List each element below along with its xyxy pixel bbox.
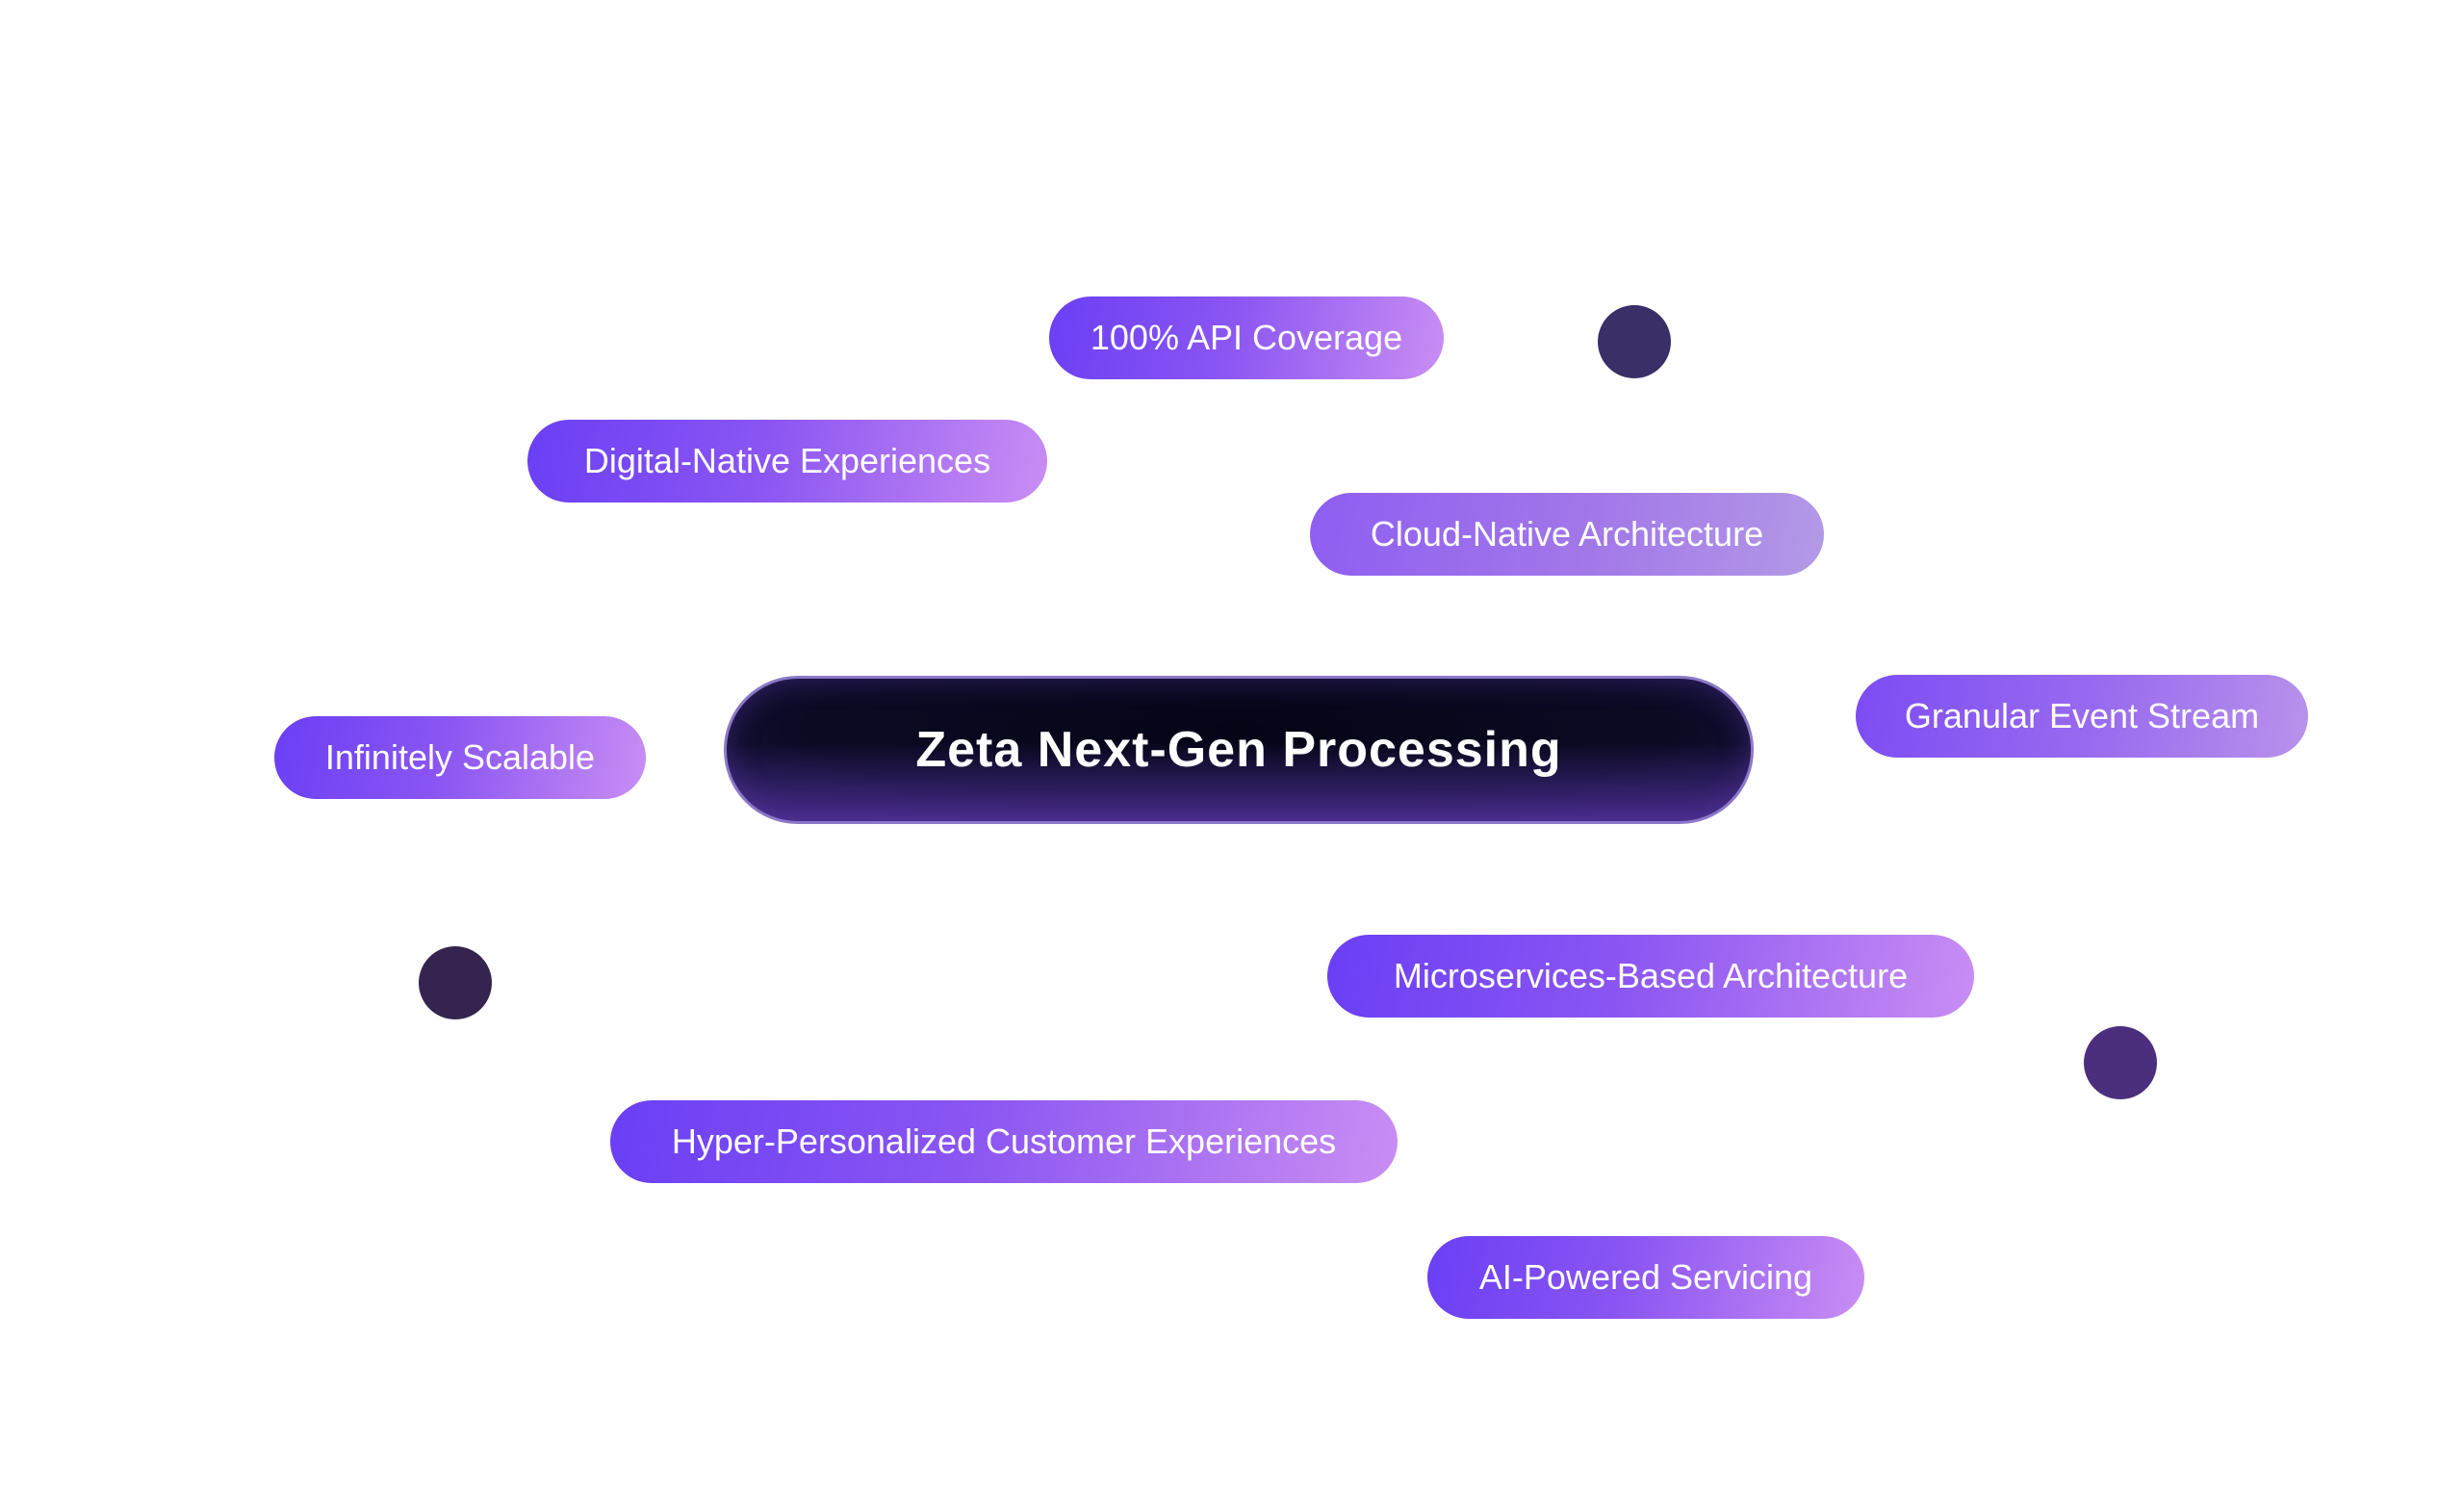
pill-infinitely-scalable: Infinitely Scalable xyxy=(274,716,646,799)
pill-cloud-native: Cloud-Native Architecture xyxy=(1310,493,1824,576)
pill-digital-native: Digital-Native Experiences xyxy=(527,420,1047,503)
center-title-pill: Zeta Next-Gen Processing xyxy=(724,676,1754,824)
pill-label: Hyper-Personalized Customer Experiences xyxy=(671,1121,1337,1161)
pill-ai-powered-servicing: AI-Powered Servicing xyxy=(1427,1236,1864,1319)
pill-label: 100% API Coverage xyxy=(1090,318,1403,357)
pill-hyper-personalized: Hyper-Personalized Customer Experiences xyxy=(610,1100,1398,1183)
pill-api-coverage: 100% API Coverage xyxy=(1049,296,1444,379)
pill-label: Granular Event Stream xyxy=(1904,696,2260,735)
pill-label: AI-Powered Servicing xyxy=(1478,1257,1813,1297)
decorative-dot-left xyxy=(419,946,492,1019)
center-title: Zeta Next-Gen Processing xyxy=(915,722,1562,778)
decorative-dot-right xyxy=(2084,1026,2157,1099)
pill-label: Microservices-Based Architecture xyxy=(1393,956,1909,995)
decorative-dot-top xyxy=(1598,305,1671,378)
pill-label: Digital-Native Experiences xyxy=(583,441,991,480)
pill-granular-event-stream: Granular Event Stream xyxy=(1856,675,2308,758)
pill-label: Infinitely Scalable xyxy=(324,737,596,777)
pill-label: Cloud-Native Architecture xyxy=(1370,514,1764,554)
pill-microservices: Microservices-Based Architecture xyxy=(1327,935,1974,1018)
